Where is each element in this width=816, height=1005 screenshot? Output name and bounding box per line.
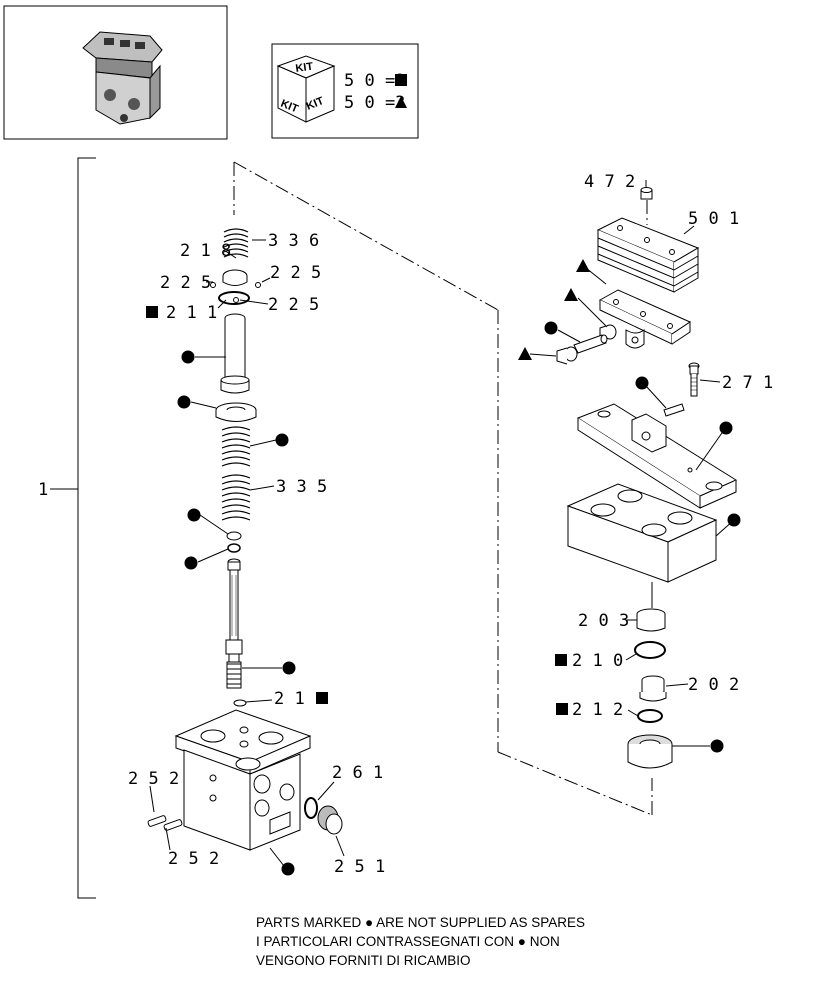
dot-icon <box>281 862 295 876</box>
square-icon <box>555 654 567 666</box>
triangle-icon <box>576 259 590 272</box>
callout-210: 2 1 0 <box>572 651 623 671</box>
callout-225-left: 2 2 5 <box>160 273 211 293</box>
callout-336: 3 3 6 <box>268 231 319 251</box>
base-plate <box>576 403 738 509</box>
callout-252-lower: 2 5 2 <box>168 849 219 869</box>
spring-seat <box>215 402 257 422</box>
plunger <box>220 313 250 394</box>
kit-markers <box>146 259 590 715</box>
square-icon <box>316 692 328 704</box>
spring-upper <box>221 426 251 467</box>
dot-icon <box>181 350 195 364</box>
o-ring-210 <box>634 641 666 659</box>
pad-block <box>566 483 718 583</box>
triangle-symbol-icon <box>395 96 407 108</box>
thumbnail-panel <box>3 5 228 140</box>
set-screw-472 <box>640 187 653 200</box>
bushing-203 <box>636 608 666 632</box>
valve-assembly-thumbnail <box>82 31 163 125</box>
square-symbol-icon <box>395 74 407 86</box>
callout-212: 2 1 2 <box>572 700 623 720</box>
ball-225-center <box>233 297 239 303</box>
screw-271 <box>688 362 700 397</box>
valve-body <box>174 709 312 851</box>
kit-line-2: 5 0 =3 <box>344 93 405 113</box>
dot-icon <box>544 321 558 335</box>
lever-bracket <box>598 289 692 349</box>
callout-472: 4 7 2 <box>584 172 635 192</box>
dot-icon <box>187 508 201 522</box>
callout-203: 2 0 3 <box>578 611 629 631</box>
leader-lines <box>149 180 735 867</box>
not-supplied-markers <box>177 321 741 876</box>
o-ring-213 <box>233 699 247 707</box>
small-ring <box>227 543 241 553</box>
callout-21: 2 1 <box>274 689 305 709</box>
guide-202 <box>639 675 667 702</box>
note-line-2: I PARTICOLARI CONTRASSEGNATI CON ● NON <box>256 934 560 949</box>
pins-252 <box>147 815 183 831</box>
callout-335: 3 3 5 <box>276 477 327 497</box>
dot-icon <box>275 433 289 447</box>
assembly-bracket: 1 <box>38 157 96 899</box>
pin-left <box>573 334 608 354</box>
square-icon <box>146 306 158 318</box>
callout-225-lower: 2 2 5 <box>268 295 319 315</box>
callout-labels: 4 7 2 5 0 1 2 1 8 3 3 6 2 2 5 2 2 5 2 2 … <box>128 172 773 877</box>
triangle-icon <box>564 288 578 301</box>
ball-225-left <box>210 282 216 288</box>
callout-271: 2 7 1 <box>722 373 773 393</box>
callout-252-upper: 2 5 2 <box>128 769 179 789</box>
callout-218: 2 1 8 <box>180 241 231 261</box>
seal-261 <box>304 797 318 819</box>
callout-261: 2 6 1 <box>332 763 383 783</box>
kit-cube-icon: KIT KIT KIT <box>276 55 336 123</box>
boot-seal <box>627 734 673 769</box>
ball-225-right <box>255 282 261 288</box>
callout-251: 2 5 1 <box>334 857 385 877</box>
o-ring-212 <box>637 709 663 723</box>
cap-218 <box>222 269 248 286</box>
dot-icon <box>184 556 198 570</box>
kit-line-1: 5 0 =2 <box>344 71 405 91</box>
callout-202: 2 0 2 <box>688 675 739 695</box>
kit-legend: KIT KIT KIT 5 0 =2 5 0 =3 <box>271 43 419 139</box>
group-boundary-lines <box>233 161 653 816</box>
spring-335 <box>221 474 251 521</box>
callout-501: 5 0 1 <box>688 209 739 229</box>
dot-icon <box>719 421 733 435</box>
kit-label-top: KIT <box>295 61 314 75</box>
bushing-top <box>599 324 617 341</box>
cover-501 <box>596 217 700 293</box>
pin-small <box>663 403 685 417</box>
note-line-1: PARTS MARKED ● ARE NOT SUPPLIED AS SPARE… <box>256 915 586 930</box>
dot-icon <box>727 513 741 527</box>
washer <box>226 531 242 541</box>
callout-225-right: 2 2 5 <box>270 263 321 283</box>
spool <box>225 558 243 689</box>
plug-251 <box>317 805 343 835</box>
dot-icon <box>282 661 296 675</box>
dot-icon <box>635 376 649 390</box>
dot-icon <box>710 739 724 753</box>
o-ring-211 <box>218 291 250 305</box>
spring-336 <box>223 228 249 258</box>
bushing-left <box>556 346 578 365</box>
dot-icon <box>177 395 191 409</box>
square-icon <box>556 703 568 715</box>
triangle-icon <box>518 347 532 360</box>
note-line-3: VENGONO FORNITI DI RICAMBIO <box>256 953 471 968</box>
callout-211: 2 1 1 <box>166 303 217 323</box>
assembly-ref-label: 1 <box>38 480 48 500</box>
